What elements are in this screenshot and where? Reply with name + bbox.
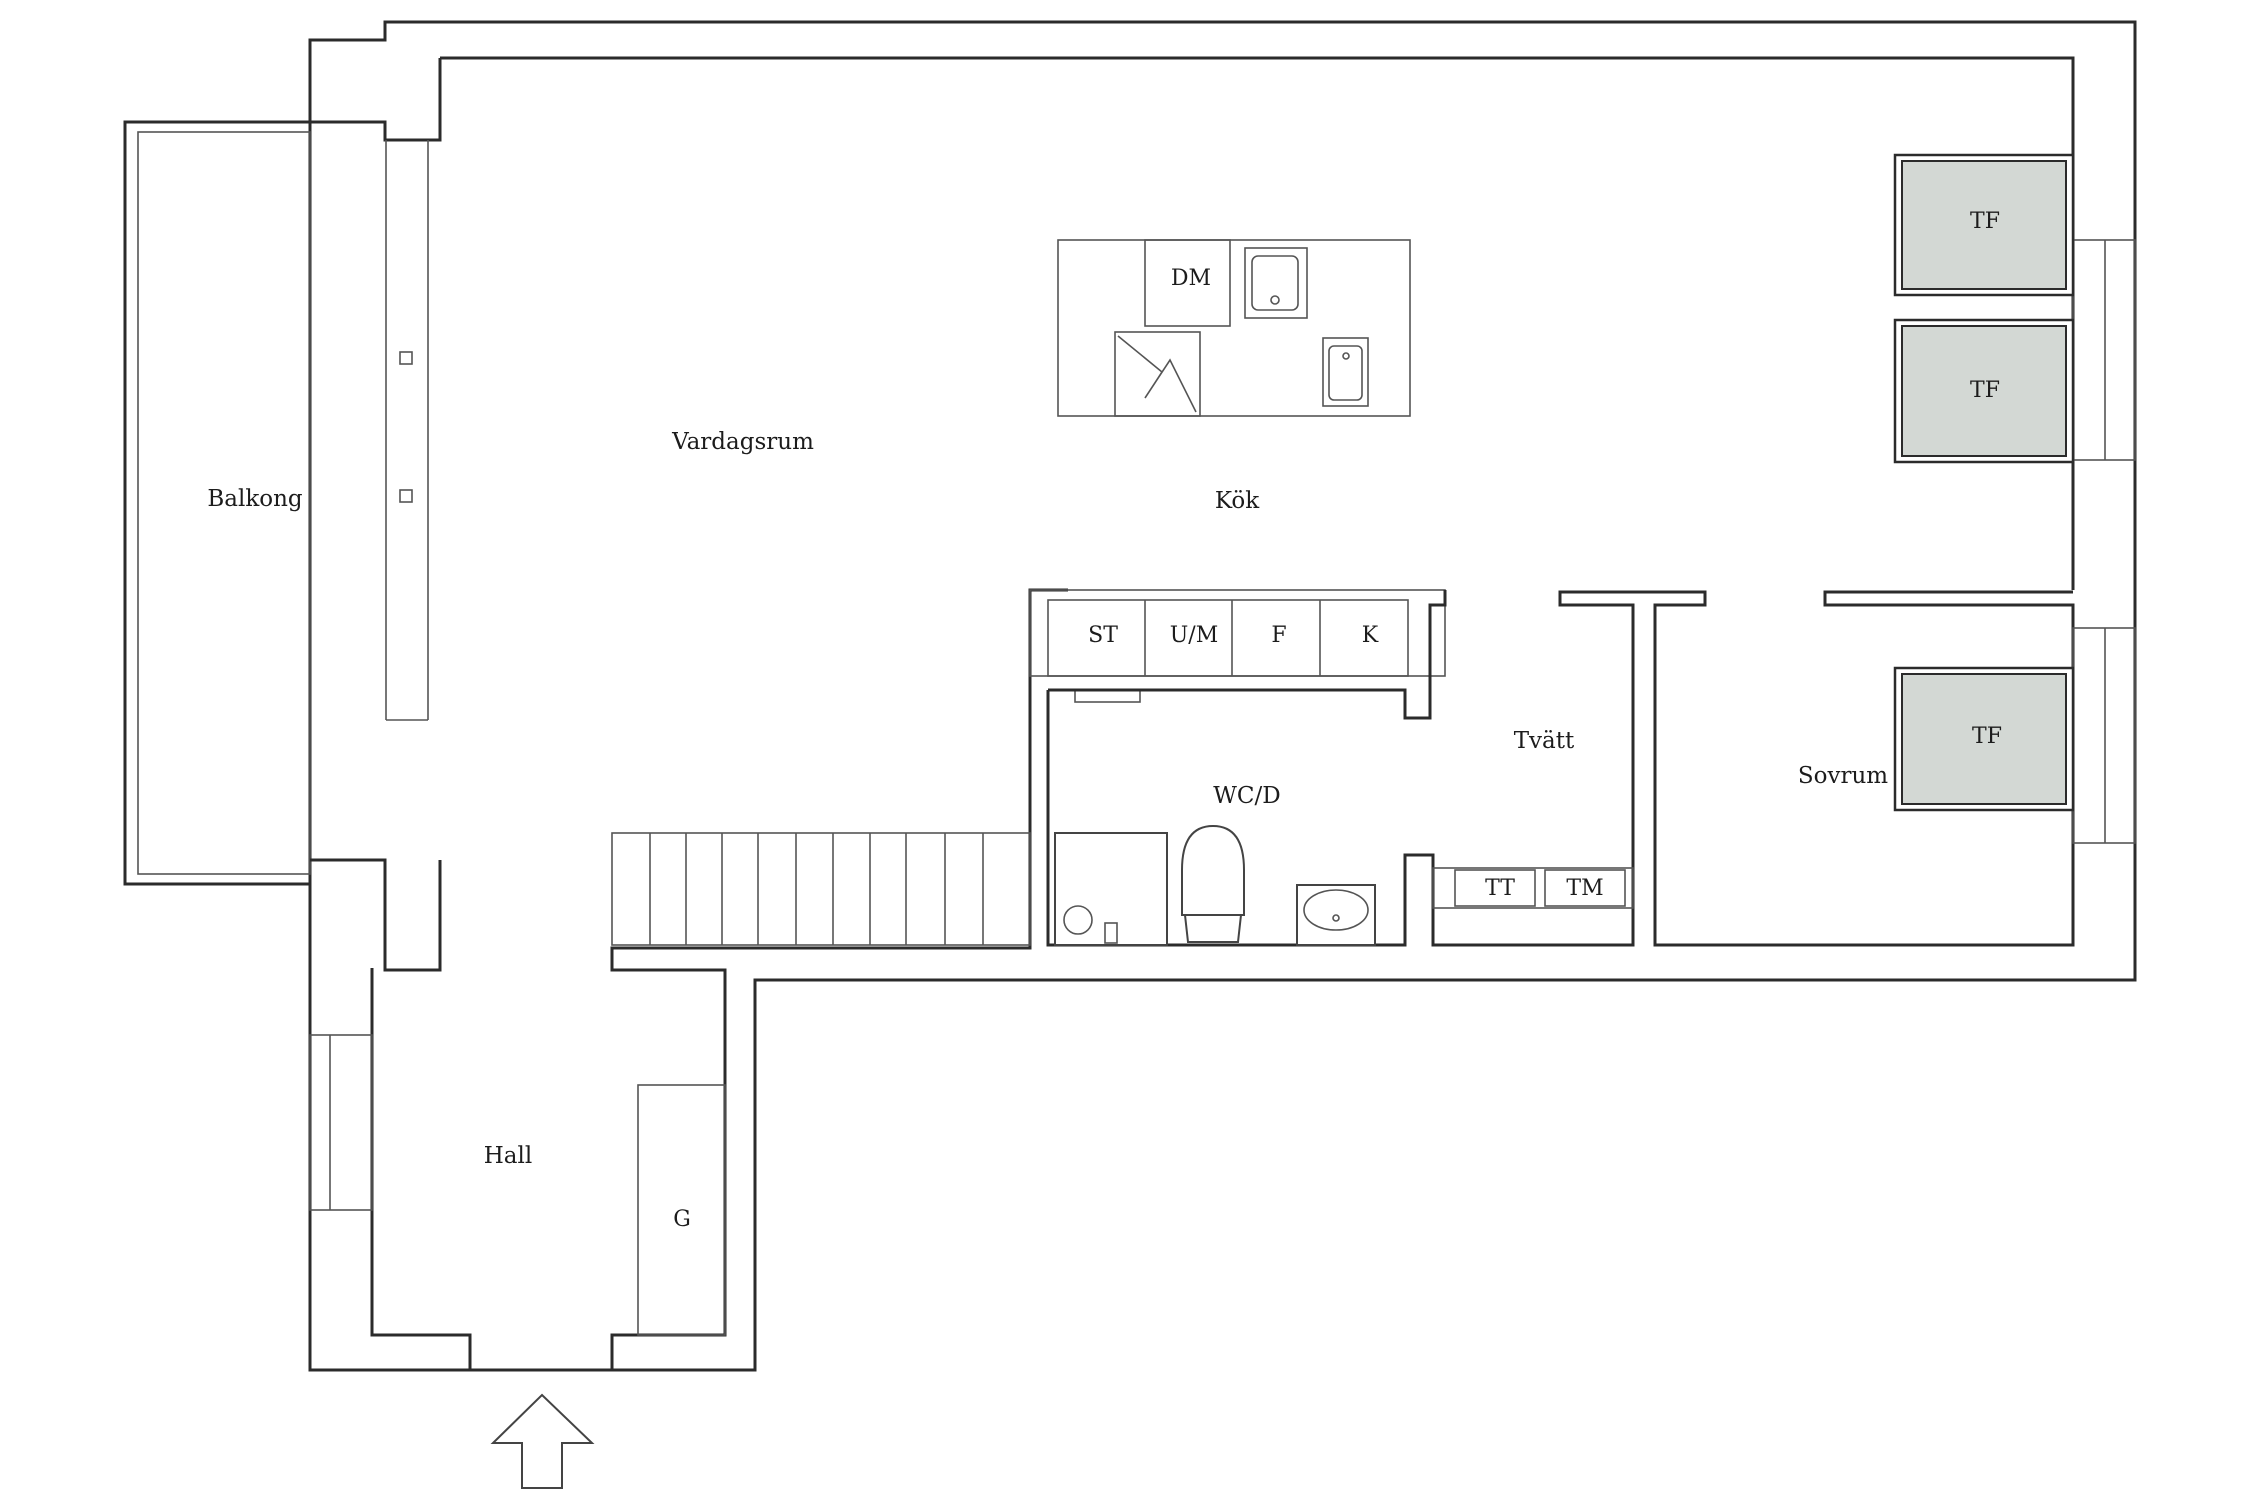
wardrobe-3: TF bbox=[1893, 666, 2075, 812]
hall-walls bbox=[309, 588, 1068, 1370]
balcony bbox=[123, 120, 429, 886]
kitchen-counter bbox=[1029, 589, 1446, 703]
fixture-label-dm: DM bbox=[1171, 266, 1211, 291]
wardrobe-label: TF bbox=[1970, 209, 2000, 234]
fixture-label-f: F bbox=[1271, 623, 1286, 648]
fixture-label-k: K bbox=[1362, 623, 1379, 648]
wardrobe-label: TF bbox=[1972, 724, 2002, 749]
exterior-walls bbox=[308, 20, 2137, 1372]
fixture-label-st: ST bbox=[1088, 623, 1118, 648]
room-label-sovrum: Sovrum bbox=[1798, 763, 1888, 789]
kitchen-island bbox=[1057, 239, 1411, 417]
room-label-tvatt: Tvätt bbox=[1514, 728, 1575, 754]
wardrobe-2: TF bbox=[1893, 318, 2075, 464]
staircase bbox=[611, 832, 1031, 946]
room-label-wc: WC/D bbox=[1213, 783, 1280, 809]
room-label-hall: Hall bbox=[484, 1143, 532, 1169]
fixture-label-tm: TM bbox=[1566, 876, 1603, 901]
fixture-label-tt: TT bbox=[1485, 876, 1515, 901]
room-label-vardagsrum: Vardagsrum bbox=[671, 429, 814, 455]
wardrobe-label: TF bbox=[1970, 378, 2000, 403]
bathroom-fixtures bbox=[1054, 824, 1376, 946]
entrance-arrow-icon bbox=[490, 1393, 595, 1489]
wardrobe-1: TF bbox=[1893, 153, 2075, 297]
room-label-kok: Kök bbox=[1215, 488, 1260, 514]
window-jambs bbox=[2072, 239, 2136, 844]
interior-walls bbox=[1046, 590, 2075, 947]
fixture-label-g: G bbox=[673, 1207, 691, 1232]
fixture-label-um: U/M bbox=[1170, 623, 1218, 648]
room-label-balkong: Balkong bbox=[207, 486, 303, 512]
